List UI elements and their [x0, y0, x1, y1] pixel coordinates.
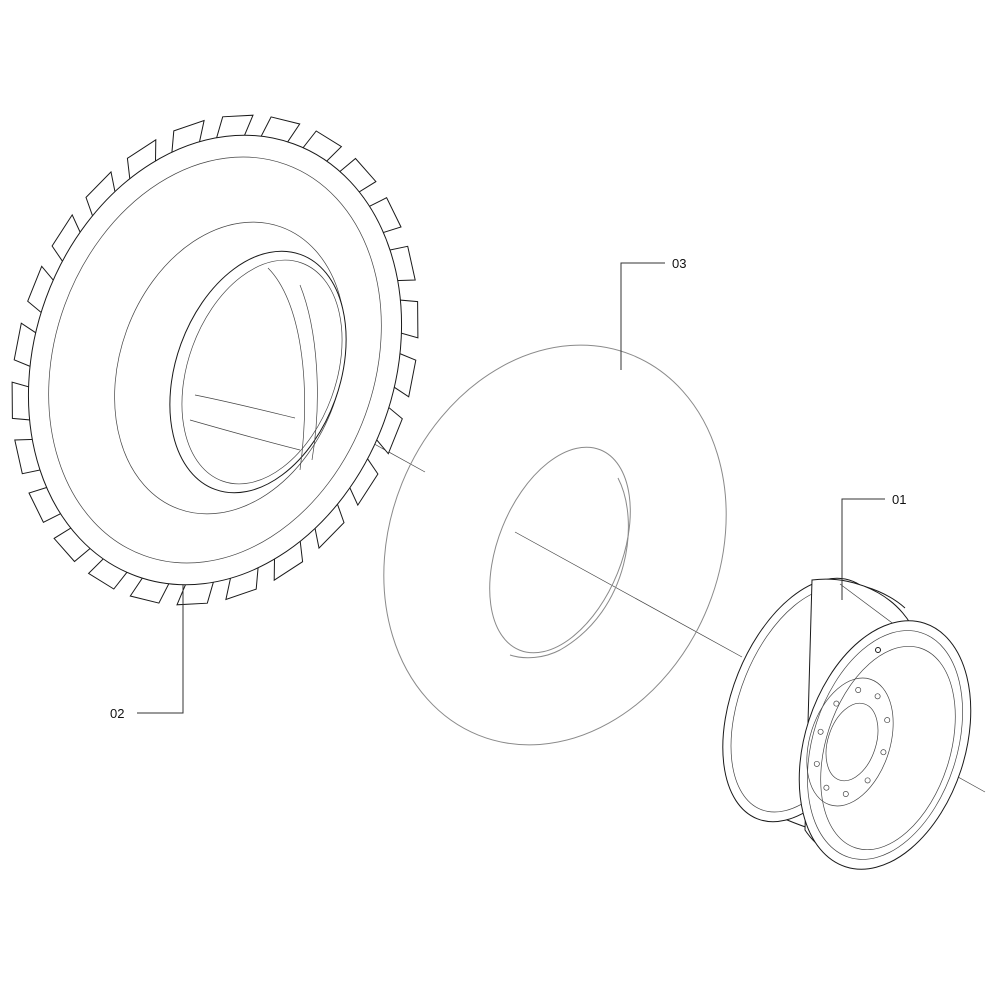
rim-centre-bore [825, 702, 879, 782]
rim-well [820, 645, 956, 851]
tyre-interior-contour [299, 284, 318, 461]
tyre-interior-contour [189, 419, 301, 451]
rim-bolt-hole [813, 760, 820, 767]
tyre-bead-opening [169, 250, 347, 494]
leader-line-tube [620, 262, 665, 370]
rim-bolt-hole [817, 728, 824, 735]
rim-bolt-hole [833, 700, 840, 707]
leader-line-tyre [137, 585, 184, 714]
rim-bolt-hole [864, 777, 871, 784]
rim-centre-disc [806, 677, 894, 807]
rim-bolt-holes [813, 687, 891, 797]
tyre-interior-contour [194, 394, 296, 419]
leader-line-rim [841, 498, 885, 600]
callout-tyre: 02 [110, 706, 124, 721]
rim-bolt-hole [884, 717, 891, 724]
leader-lines [137, 262, 885, 714]
tube-crease [509, 477, 629, 659]
tube-inner-edge [489, 446, 631, 654]
inner-tube-drawing [383, 344, 727, 746]
rim-drawing [722, 577, 972, 870]
rim-barrel-line [839, 583, 896, 626]
rim-bolt-hole [874, 693, 881, 700]
tyre-interior-contour [267, 267, 305, 471]
callout-tube: 03 [672, 256, 686, 271]
rim-valve-hole [875, 647, 881, 653]
rim-bolt-hole [842, 791, 849, 797]
rim-bolt-hole [855, 687, 862, 693]
rim-bolt-hole [880, 749, 887, 756]
callout-rim: 01 [892, 492, 906, 507]
tyre-bead-lip [181, 259, 343, 485]
rim-front-flange-inner [807, 630, 963, 860]
tube-outer-edge [383, 344, 727, 746]
rim-bolt-hole [823, 784, 830, 791]
tyre-drawing [11, 114, 419, 606]
tyre-sidewall-ring [48, 156, 382, 564]
